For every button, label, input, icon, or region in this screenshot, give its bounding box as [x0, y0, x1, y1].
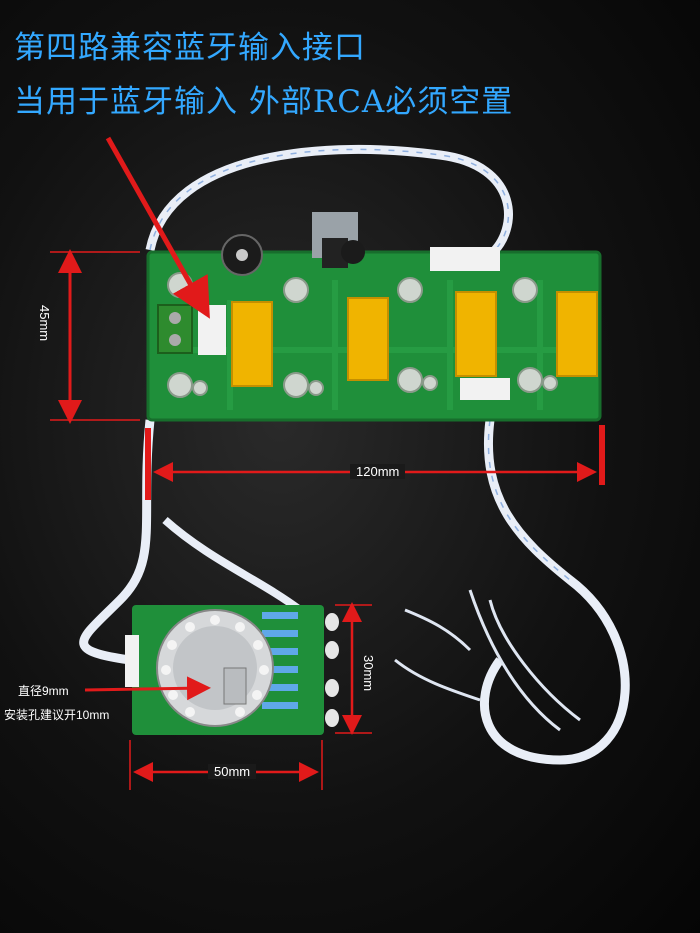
dim-label-30: 30mm: [361, 655, 376, 692]
relay-4: [556, 291, 598, 377]
dim-120: [145, 425, 605, 500]
dim-30: [335, 602, 372, 735]
relay-3: [455, 291, 497, 377]
switch-shaft: [223, 667, 247, 705]
diameter-pointer: [84, 676, 211, 701]
annotation-arrow: [105, 136, 210, 319]
mount-hole-note: 安装孔建议开10mm: [4, 708, 110, 722]
relay-2: [347, 297, 389, 381]
dim-label-120: 120mm: [350, 464, 406, 479]
dim-label-45: 45mm: [37, 305, 52, 342]
connector-bottom: [460, 378, 510, 400]
dim-label-50: 50mm: [208, 764, 257, 779]
title-line-2: 当用于蓝牙输入 外部RCA必须空置: [14, 84, 514, 120]
leds: [325, 613, 339, 727]
capacitor: [341, 240, 365, 264]
resistors: [262, 612, 298, 709]
dim-45: [50, 249, 140, 424]
title-line-1: 第四路兼容蓝牙输入接口: [14, 30, 366, 66]
diameter-note: 直径9mm: [18, 684, 69, 698]
connector-bt: [198, 305, 226, 355]
relay-1: [231, 301, 273, 387]
connector-top: [430, 247, 500, 271]
